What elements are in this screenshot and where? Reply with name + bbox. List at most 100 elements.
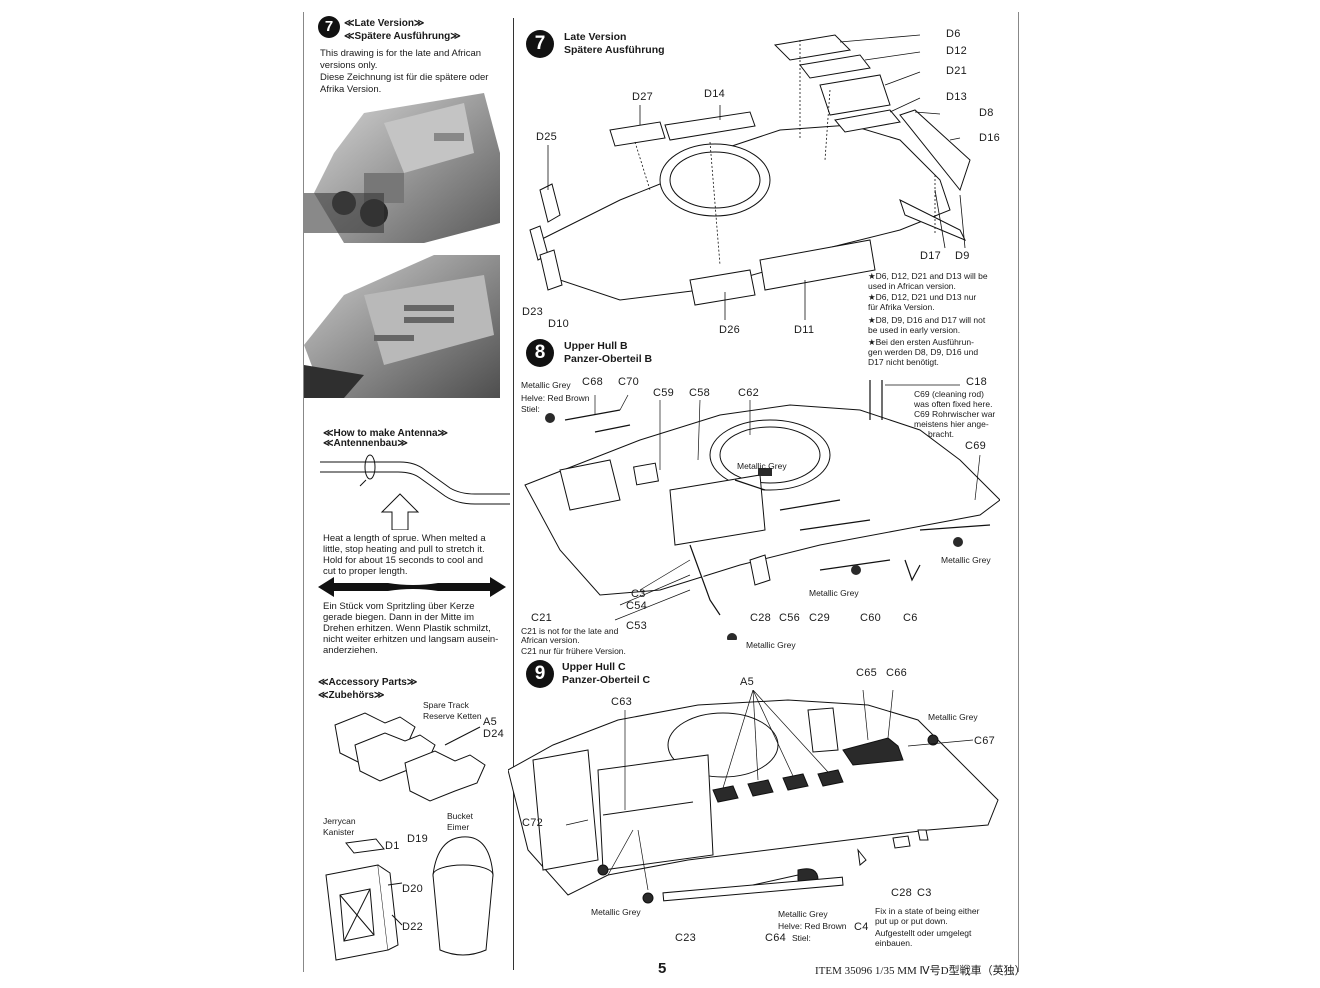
step9-helve-1: Helve: Red Brown [778, 921, 847, 931]
step7-small-desc-de-1: Diese Zeichnung ist für die spätere oder [320, 72, 489, 83]
step9-mg-right: Metallic Grey [928, 712, 978, 722]
step7-small-desc-de-2: Afrika Version. [320, 84, 382, 95]
c21-note-1: C21 is not for the late and [521, 626, 619, 636]
label-d14: D14 [704, 88, 726, 100]
label-a5: A5 [740, 676, 755, 688]
label-c67: C67 [974, 735, 996, 747]
acc-d1-label: D1 [385, 840, 400, 852]
label-c70: C70 [618, 376, 640, 388]
label-d13: D13 [946, 91, 968, 103]
label-c28-step8: C28 [750, 612, 772, 624]
spare-track-label-de: Reserve Ketten [423, 711, 482, 721]
label-d9: D9 [955, 250, 970, 262]
label-c65: C65 [856, 667, 878, 679]
step7-note-3b: be used in early version. [868, 325, 961, 335]
bucket-label-en: Bucket [447, 811, 473, 821]
label-d6: D6 [946, 28, 961, 40]
jerrycan-label-de: Kanister [323, 827, 355, 837]
step8-title-en: Upper Hull B [564, 340, 628, 352]
acc-d22-label: D22 [402, 921, 424, 933]
label-c66: C66 [886, 667, 908, 679]
step7-small-title-en: ≪Late Version≫ [344, 18, 425, 29]
fix-note-1: Fix in a state of being either [875, 906, 980, 916]
label-c64: C64 [765, 932, 787, 944]
label-c60: C60 [860, 612, 882, 624]
step8-assembly-drawing [524, 380, 1000, 640]
label-c53: C53 [626, 620, 648, 632]
fix-note-3: Aufgestellt oder umgelegt [875, 928, 972, 938]
label-c59: C59 [653, 387, 675, 399]
c21-note-2: African version. [521, 635, 580, 645]
label-c68: C68 [582, 376, 604, 388]
acc-d19-label: D19 [407, 833, 429, 845]
step9-mg-left: Metallic Grey [591, 907, 641, 917]
step7-note-2a: ★D6, D12, D21 und D13 nur [868, 292, 977, 302]
step9-mg-bottom: Metallic Grey [778, 909, 828, 919]
label-c63: C63 [611, 696, 633, 708]
label-d10: D10 [548, 318, 570, 330]
label-c58: C58 [689, 387, 711, 399]
step7-note-1a: ★D6, D12, D21 and D13 will be [868, 271, 988, 281]
step7-note-2b: für Afrika Version. [868, 302, 935, 312]
label-c18: C18 [966, 376, 988, 388]
label-c56: C56 [779, 612, 801, 624]
label-c28-step9: C28 [891, 887, 913, 899]
step7-note-4b: gen werden D8, D9, D16 und [868, 347, 979, 357]
label-d11: D11 [794, 324, 815, 336]
label-c62: C62 [738, 387, 760, 399]
antenna-text-en-3: Hold for about 15 seconds to cool and [323, 555, 484, 566]
step9-assembly-drawing [508, 690, 999, 904]
c69-note-4: meistens hier ange- [914, 419, 989, 429]
step8-mg-bottom: Metallic Grey [746, 640, 796, 650]
label-c6: C6 [903, 612, 918, 624]
label-c54: C54 [626, 600, 648, 612]
step7-small-title-de: ≪Spätere Ausführung≫ [344, 31, 461, 42]
label-c3-step9: C3 [917, 887, 932, 899]
step7-number: 7 [526, 30, 554, 58]
antenna-title-en: ≪How to make Antenna≫ [323, 428, 449, 439]
antenna-text-de-5: anderziehen. [323, 645, 378, 656]
label-d12: D12 [946, 45, 968, 57]
step7-note-1b: used in African version. [868, 281, 956, 291]
step8-mg-c60: Metallic Grey [809, 588, 859, 598]
label-c69: C69 [965, 440, 987, 452]
tank-photo-illustration-1 [304, 93, 500, 243]
label-d25: D25 [536, 131, 558, 143]
step7-assembly-drawing [529, 34, 971, 320]
c21-note-3: C21 nur für frühere Version. [521, 646, 626, 656]
label-d26: D26 [719, 324, 741, 336]
accessory-title-de: ≪Zubehörs≫ [318, 690, 385, 701]
acc-d24-label: D24 [483, 728, 505, 740]
label-c29: C29 [809, 612, 831, 624]
fix-note-2: put up or put down. [875, 916, 948, 926]
label-c72: C72 [522, 817, 544, 829]
antenna-text-de-2: gerade biegen. Dann in der Mitte im [323, 612, 475, 623]
step8-mg-topleft: Metallic Grey [521, 380, 571, 390]
acc-d20-label: D20 [402, 883, 424, 895]
antenna-text-en-2: little, stop heating and pull to stretch… [323, 544, 485, 555]
label-d23: D23 [522, 306, 544, 318]
antenna-title-de: ≪Antennenbau≫ [323, 438, 408, 449]
label-c3-step8: C3 [631, 588, 646, 600]
step7-small-number: 7 [318, 16, 340, 38]
step7-small-desc-en-2: versions only. [320, 60, 378, 71]
accessory-title-en: ≪Accessory Parts≫ [318, 677, 418, 688]
jerrycan-label-en: Jerrycan [323, 816, 356, 826]
step9-number: 9 [526, 660, 554, 688]
step8-number: 8 [526, 339, 554, 367]
step8-title-de: Panzer-Oberteil B [564, 353, 653, 365]
step9-title-en: Upper Hull C [562, 661, 626, 673]
antenna-diagram [320, 454, 510, 530]
step9-helve-2: Stiel: [792, 933, 811, 943]
model-photo-late-version [304, 93, 500, 243]
step8-helve-1: Helve: Red Brown [521, 393, 590, 403]
c69-note-3: C69 Rohrwischer war [914, 409, 996, 419]
label-c21: C21 [531, 612, 553, 624]
label-d27: D27 [632, 91, 654, 103]
step7-title-de: Spätere Ausführung [564, 44, 665, 56]
jerrycan-bucket-drawing [325, 836, 494, 961]
label-d8: D8 [979, 107, 994, 119]
step7-note-4c: D17 nicht benötigt. [868, 357, 939, 367]
page-number: 5 [658, 960, 667, 977]
label-c23: C23 [675, 932, 697, 944]
